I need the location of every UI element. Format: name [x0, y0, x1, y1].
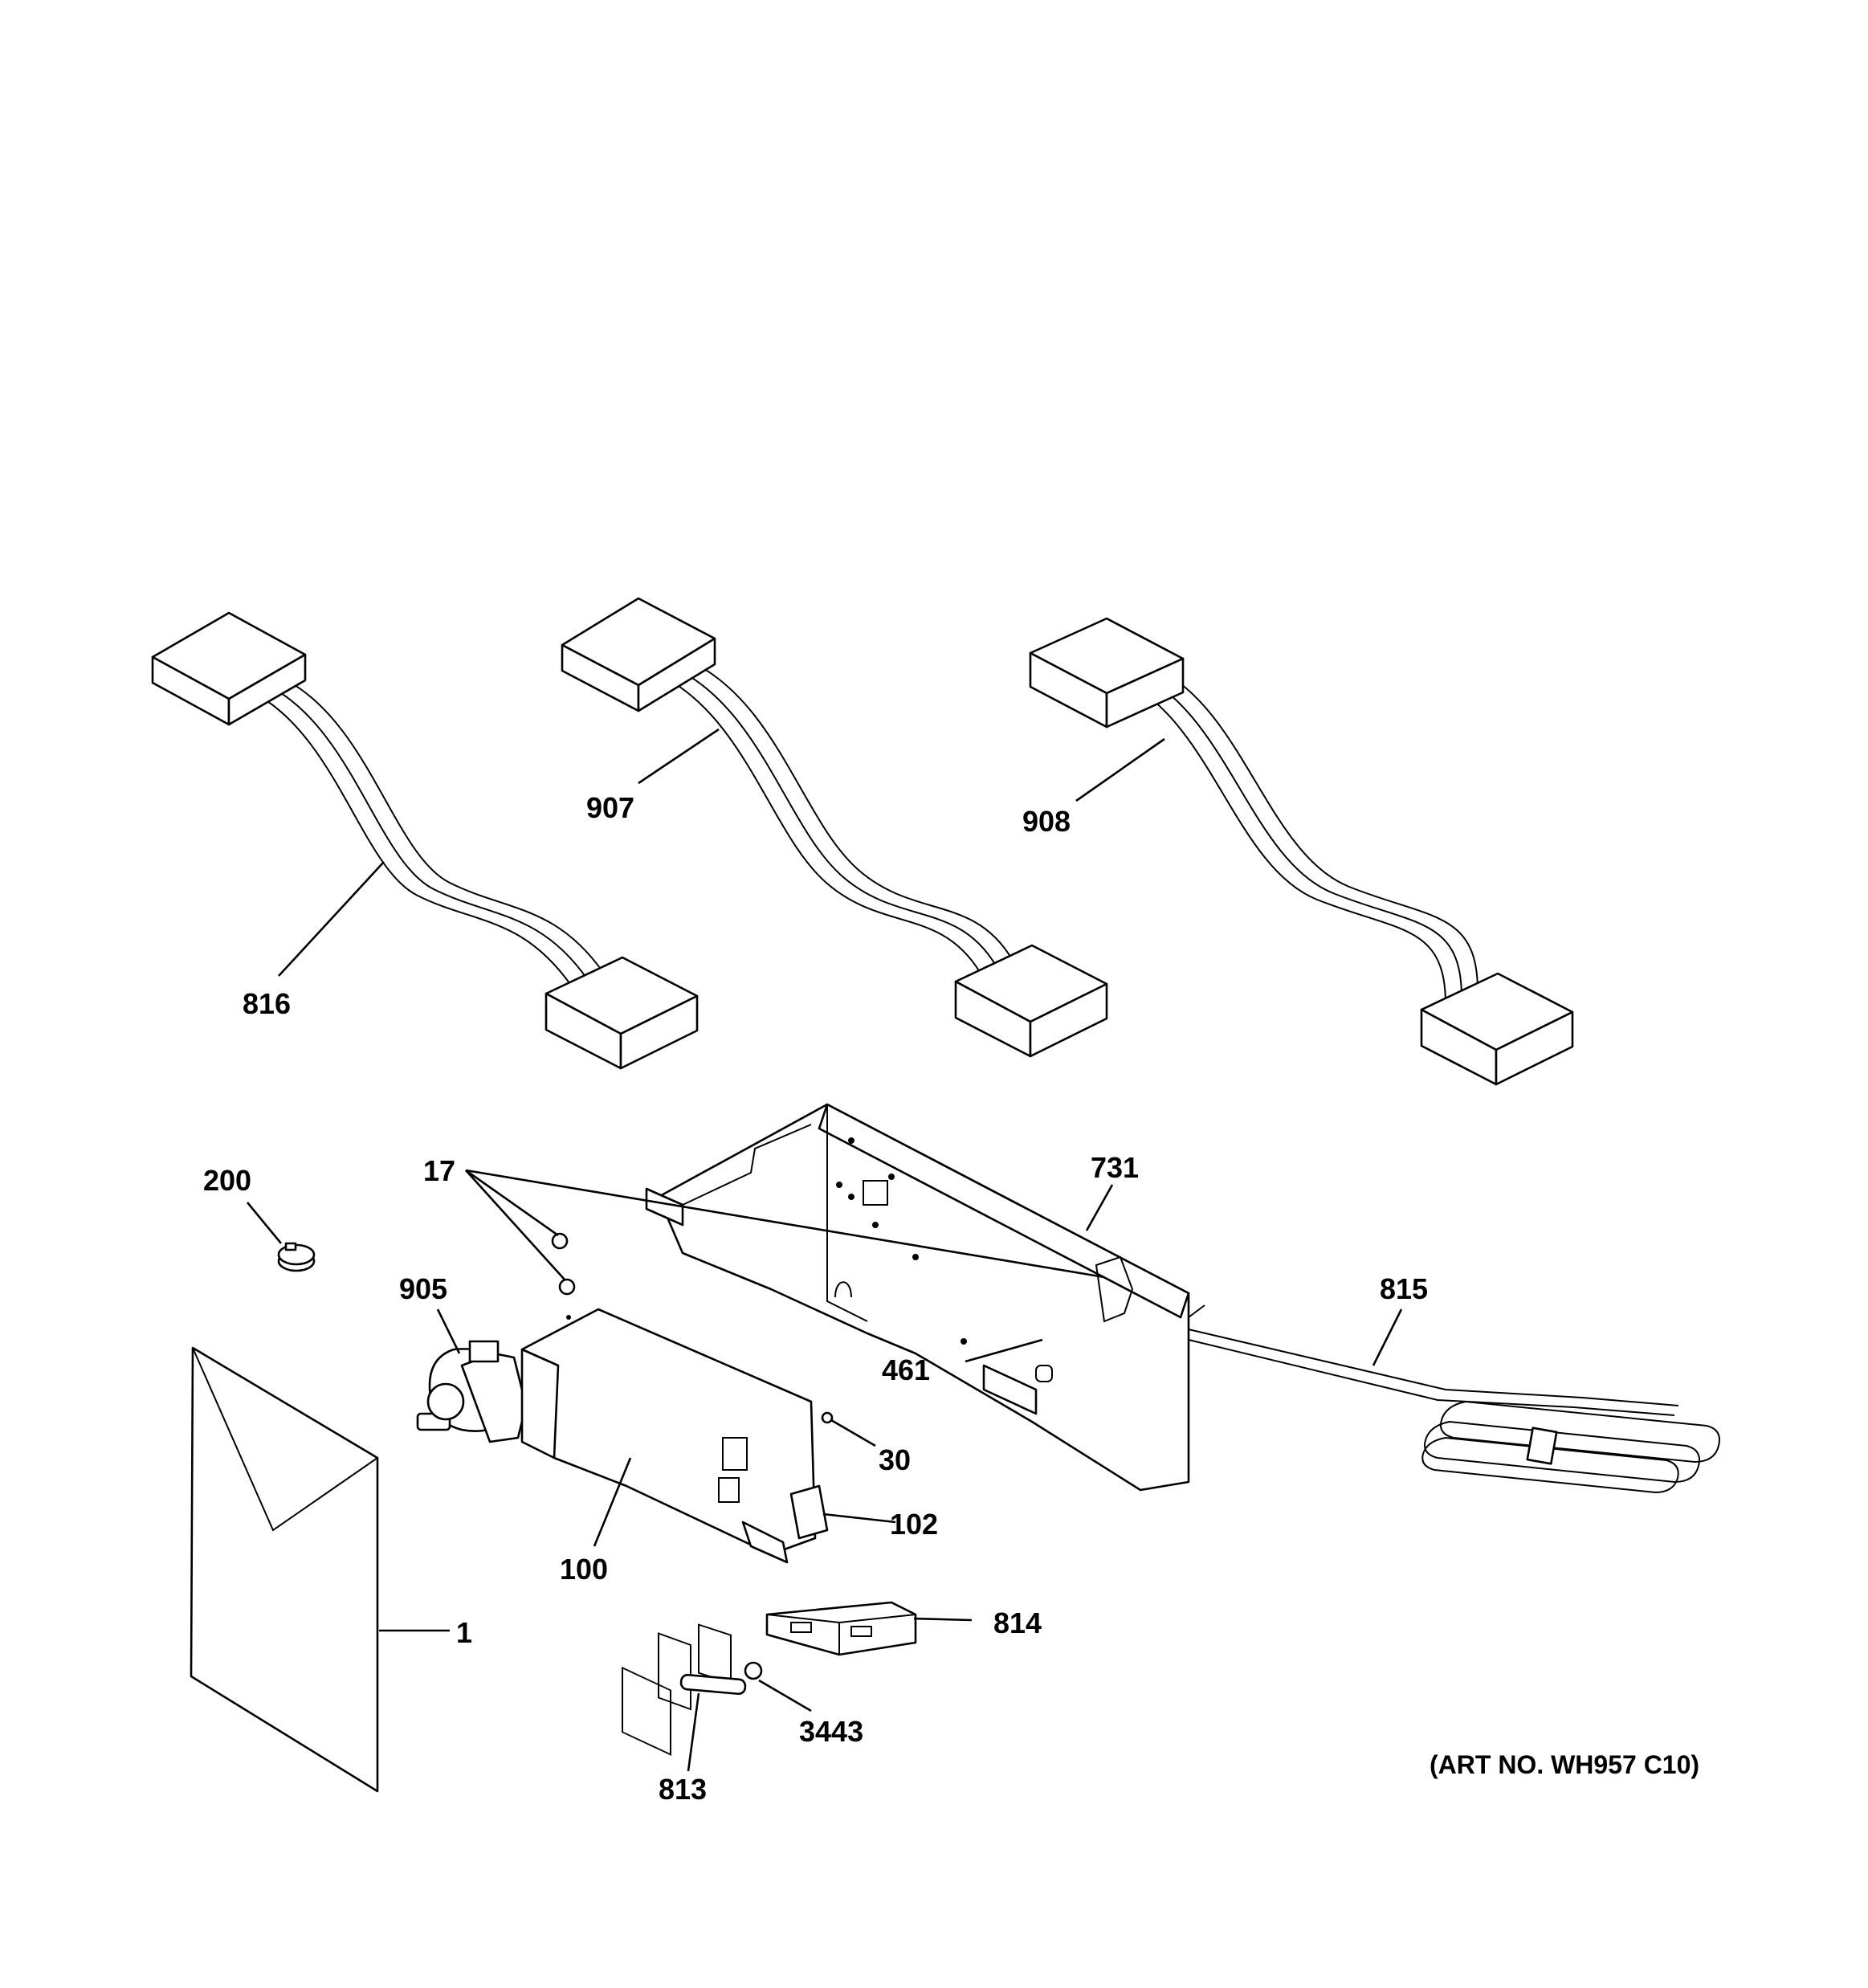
callout-3443: 3443 [799, 1715, 863, 1748]
clamp-200 [277, 1242, 316, 1272]
callout-814: 814 [993, 1606, 1042, 1639]
callout-100: 100 [560, 1553, 608, 1586]
callout-731: 731 [1091, 1151, 1139, 1184]
screw-30 [821, 1411, 834, 1424]
screw-3443 [744, 1661, 763, 1680]
fuse-813 [679, 1673, 747, 1696]
callout-907: 907 [586, 791, 634, 824]
callout-200: 200 [203, 1164, 251, 1197]
callout-816: 816 [243, 987, 291, 1020]
heater-815 [1188, 1329, 1720, 1494]
callout-labels: 816 907 908 200 17 731 905 815 461 30 10… [203, 791, 1428, 1806]
callout-908: 908 [1022, 805, 1071, 838]
callout-815: 815 [1380, 1272, 1428, 1305]
callout-102: 102 [890, 1508, 938, 1541]
callout-30: 30 [879, 1443, 911, 1476]
control-box-731 [645, 1103, 1205, 1492]
wire-harness-907 [561, 597, 1108, 1058]
wire-harness-816 [151, 611, 699, 1070]
fuse-holder-814 [765, 1601, 917, 1656]
screws-17 [551, 1232, 576, 1296]
callout-17: 17 [423, 1154, 455, 1187]
literature-1 [190, 1346, 379, 1793]
callout-461: 461 [882, 1353, 930, 1386]
callout-905: 905 [399, 1272, 447, 1305]
leader-lines [246, 728, 1403, 1772]
control-board-100 [520, 1308, 829, 1756]
switch-905 [416, 1340, 528, 1443]
callout-813: 813 [659, 1773, 707, 1806]
callout-1: 1 [456, 1616, 472, 1649]
art-number: (ART NO. WH957 C10) [1430, 1750, 1699, 1779]
wire-harness-908 [1029, 617, 1574, 1086]
